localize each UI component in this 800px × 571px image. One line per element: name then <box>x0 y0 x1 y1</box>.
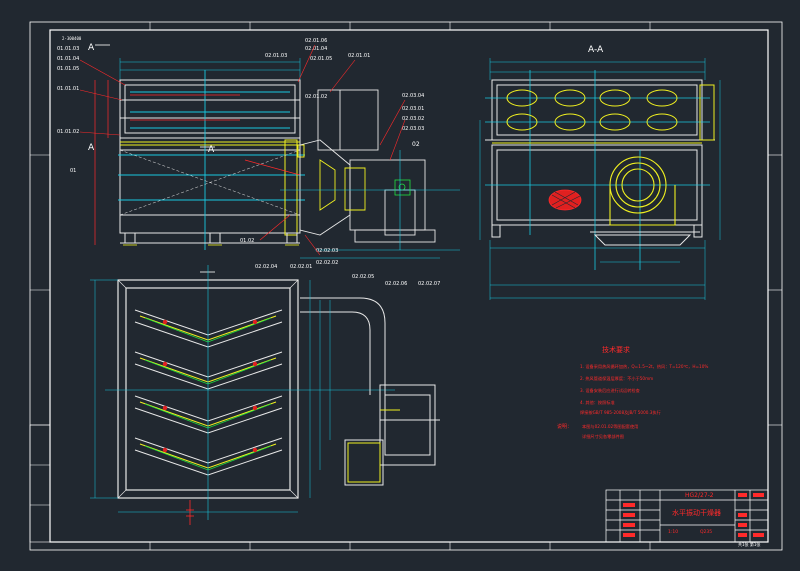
part-label: 02.01.03 <box>265 53 287 59</box>
part-label: 01 <box>70 168 76 174</box>
fan-housing <box>609 156 676 226</box>
tech-note: 焊接按GB/T 985-2008及JB/T 5000.3执行 <box>580 409 661 416</box>
section-rails <box>485 70 710 270</box>
sheet-info: 共1张 第1张 <box>738 541 760 547</box>
drawing-code: 2-300400 <box>62 36 82 41</box>
front-hidden-lines <box>119 149 301 216</box>
part-label: 02.03.01 <box>402 106 424 112</box>
part-label: 01.01.01 <box>57 86 79 92</box>
section-view <box>479 58 721 300</box>
title-block-cell-marks <box>623 493 764 537</box>
part-label: 02.02.06 <box>385 281 407 287</box>
part-label: 02.02.07 <box>418 281 440 287</box>
section-bottom-dimensions <box>479 80 721 300</box>
technical-requirements: 技术要求 1. 设备采用热风循环加热，Q=1.5~2t，热风：T=120℃，H=… <box>557 345 708 440</box>
part-label: 02.02.04 <box>255 264 277 270</box>
part-label: 02.01.02 <box>305 94 327 100</box>
plan-duct <box>300 297 440 486</box>
part-label: 02.02.05 <box>352 274 374 280</box>
part-label: 01.02 <box>240 238 254 244</box>
part-label: 01.01.02 <box>57 129 79 135</box>
part-label: 02.03.02 <box>402 116 424 122</box>
tech-note: 1. 设备采用热风循环加热，Q=1.5~2t，热风：T=120℃，H=10% <box>580 363 708 370</box>
part-label: 02.02.02 <box>316 260 338 266</box>
title-block: HG2/27-2 水平振动干燥器 Q235 1:10 共1张 第1张 <box>605 489 769 547</box>
tech-note: 4. 其他：按照标准 <box>580 399 615 406</box>
plan-dimensions <box>90 279 331 513</box>
part-label: 01.01.03 <box>57 46 79 52</box>
duct-connection <box>299 89 436 243</box>
part-label: 02.03.03 <box>402 126 424 132</box>
drawing-scale: 1:10 <box>668 529 678 535</box>
front-top-dimensions <box>119 58 301 82</box>
part-label: 02.02.01 <box>290 264 312 270</box>
plan-view <box>90 265 440 525</box>
section-arrow-label: A <box>208 145 215 155</box>
note-line: 详细尺寸见各零部件图 <box>582 433 624 440</box>
dryer-casing <box>119 79 301 234</box>
front-yellow-parts <box>120 139 305 236</box>
section-top-dimensions <box>489 58 706 80</box>
plan-duct-flange <box>347 409 400 483</box>
plan-corner-lines <box>117 279 299 499</box>
plan-red-marker <box>186 500 194 525</box>
part-label: 02.03.04 <box>402 93 424 99</box>
part-label: 02.01.01 <box>348 53 370 59</box>
frame-zone-ticks <box>30 22 782 550</box>
front-red-dimensions <box>94 80 301 245</box>
drawing-frame <box>29 21 783 551</box>
duct-centerlines <box>280 150 460 259</box>
part-label: 02.01.06 <box>305 38 327 44</box>
part-label: 02.02.03 <box>316 248 338 254</box>
front-support-legs <box>120 232 300 244</box>
binding-strip <box>29 424 51 543</box>
part-label: 02.01.04 <box>305 46 327 52</box>
drawing-number: HG2/27-2 <box>685 492 714 499</box>
note-line: 本图与02.01.02等图配套使用 <box>582 423 638 430</box>
front-internal-rails <box>118 70 305 250</box>
part-label: 01.01.05 <box>57 66 79 72</box>
part-label: 02 <box>412 141 420 148</box>
front-part-labels: 01.01.03 01.01.04 01.01.05 01.01.01 01.0… <box>57 38 440 287</box>
part-label: 02.01.05 <box>310 56 332 62</box>
tech-note: 3. 设备安装后应进行试运转检查 <box>580 387 641 394</box>
tech-note: 2. 热风管道保温层厚度：不小于50mm <box>580 375 653 382</box>
motor-hatch <box>548 189 582 211</box>
drawing-material: Q235 <box>700 529 712 535</box>
front-view <box>94 58 460 259</box>
note-label: 说明： <box>557 423 572 430</box>
air-ports <box>492 84 715 144</box>
tech-title: 技术要求 <box>602 345 630 354</box>
tray-fasteners <box>162 319 258 453</box>
section-arrow-label: A <box>88 143 95 153</box>
leader-lines <box>79 44 406 256</box>
part-label: 01.01.04 <box>57 56 79 62</box>
section-markers: A A A <box>88 43 215 273</box>
section-base <box>491 224 703 246</box>
drawing-title: 水平振动干燥器 <box>672 508 721 517</box>
duct-yellow-flange <box>319 159 366 211</box>
plan-centerlines <box>105 265 395 520</box>
section-title: A-A <box>588 45 604 55</box>
section-arrow-label: A <box>88 43 95 53</box>
